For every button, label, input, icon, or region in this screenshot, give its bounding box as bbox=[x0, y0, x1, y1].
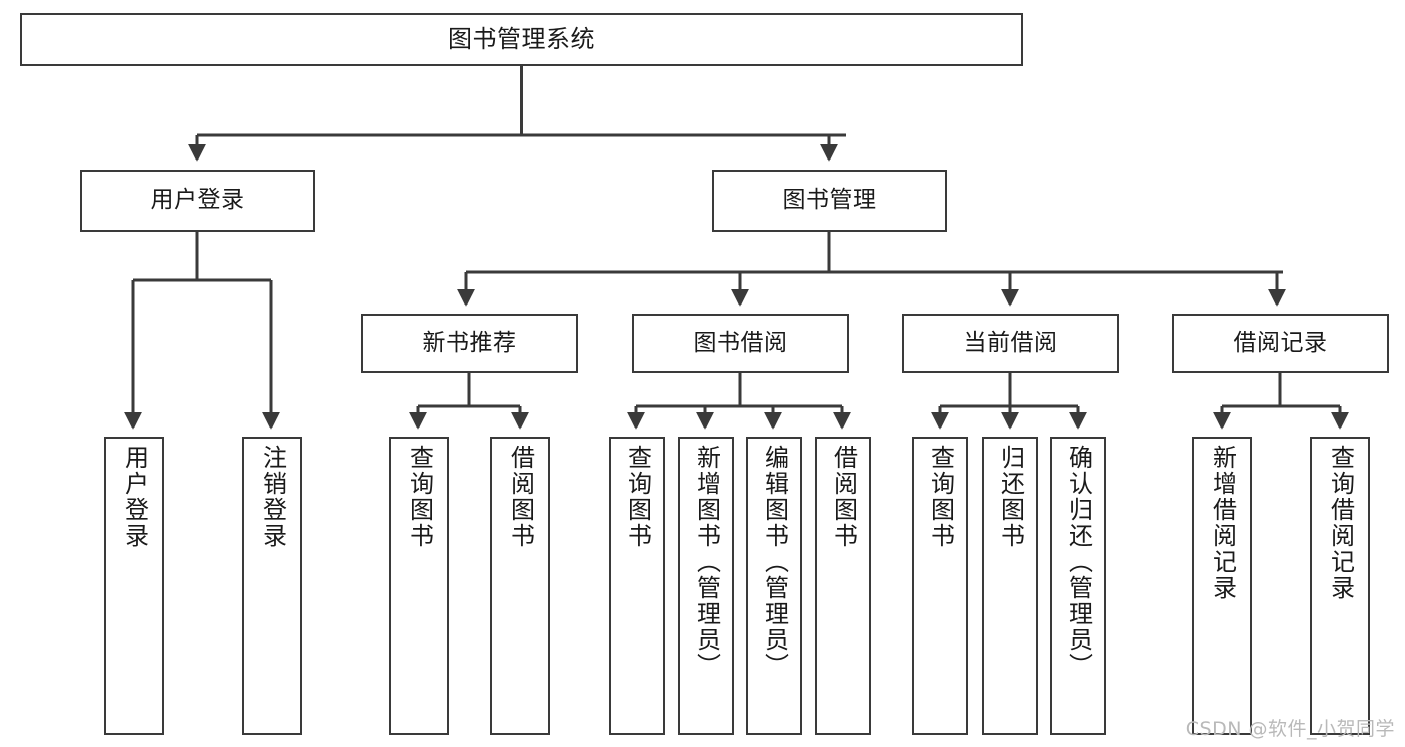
node-label: 借阅图书 bbox=[506, 445, 535, 549]
node-label: 当前借阅 bbox=[963, 329, 1058, 356]
node-label: 归还图书 bbox=[996, 445, 1025, 549]
node-borrow-record[interactable]: 借阅记录 bbox=[1172, 314, 1389, 373]
node-book-management[interactable]: 图书管理 bbox=[712, 170, 947, 232]
node-label: 用户登录 bbox=[120, 445, 149, 549]
leaf-logout[interactable]: 注销登录 bbox=[242, 437, 302, 735]
leaf-user-login[interactable]: 用户登录 bbox=[104, 437, 164, 735]
node-label: 新增图书（管理员） bbox=[692, 445, 721, 679]
leaf-new-book-borrow-book[interactable]: 借阅图书 bbox=[490, 437, 550, 735]
node-book-borrow[interactable]: 图书借阅 bbox=[632, 314, 849, 373]
leaf-borrow-query-book[interactable]: 查询图书 bbox=[609, 437, 665, 735]
node-label: 新书推荐 bbox=[422, 329, 517, 356]
leaf-borrow-borrow-book[interactable]: 借阅图书 bbox=[815, 437, 871, 735]
node-label: 查询图书 bbox=[623, 445, 652, 549]
leaf-current-confirm-return[interactable]: 确认归还（管理员） bbox=[1050, 437, 1106, 735]
node-new-book-recommend[interactable]: 新书推荐 bbox=[361, 314, 578, 373]
node-label: 注销登录 bbox=[258, 445, 287, 549]
node-label: 查询图书 bbox=[926, 445, 955, 549]
node-label: 确认归还（管理员） bbox=[1064, 445, 1093, 679]
node-label: 查询借阅记录 bbox=[1326, 445, 1355, 601]
watermark-text: CSDN @软件_小贺同学 bbox=[1185, 718, 1395, 740]
leaf-borrow-edit-book[interactable]: 编辑图书（管理员） bbox=[746, 437, 802, 735]
leaf-current-query-book[interactable]: 查询图书 bbox=[912, 437, 968, 735]
node-label: 编辑图书（管理员） bbox=[760, 445, 789, 679]
node-label: 图书管理 bbox=[782, 187, 877, 214]
node-label: 用户登录 bbox=[150, 187, 245, 214]
node-label: 新增借阅记录 bbox=[1208, 445, 1237, 601]
leaf-record-add-record[interactable]: 新增借阅记录 bbox=[1192, 437, 1252, 735]
leaf-new-book-query-book[interactable]: 查询图书 bbox=[389, 437, 449, 735]
node-label: 图书借阅 bbox=[693, 329, 788, 356]
leaf-record-query-record[interactable]: 查询借阅记录 bbox=[1310, 437, 1370, 735]
node-label: 查询图书 bbox=[405, 445, 434, 549]
node-label: 图书管理系统 bbox=[448, 25, 595, 54]
leaf-borrow-add-book[interactable]: 新增图书（管理员） bbox=[678, 437, 734, 735]
node-root-system[interactable]: 图书管理系统 bbox=[20, 13, 1023, 66]
leaf-current-return-book[interactable]: 归还图书 bbox=[982, 437, 1038, 735]
node-current-borrow[interactable]: 当前借阅 bbox=[902, 314, 1119, 373]
node-label: 借阅记录 bbox=[1233, 329, 1328, 356]
node-label: 借阅图书 bbox=[829, 445, 858, 549]
node-user-login[interactable]: 用户登录 bbox=[80, 170, 315, 232]
